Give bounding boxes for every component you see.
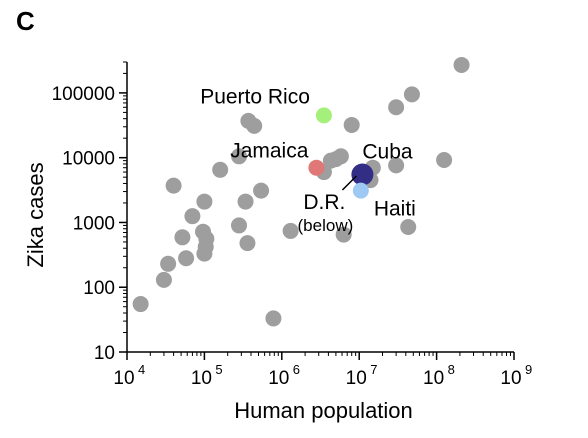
data-point: [174, 229, 191, 246]
data-point: [160, 255, 177, 272]
data-point: [212, 161, 229, 178]
data-point: [388, 157, 405, 174]
x-tick-label: 10: [346, 368, 367, 389]
y-tick-label: 10: [94, 343, 115, 364]
label-dr-below: (below): [298, 216, 354, 235]
y-tick-label: 1000: [73, 213, 115, 234]
data-point: [132, 296, 149, 313]
data-point: [178, 250, 195, 267]
y-tick-label: 10000: [62, 149, 115, 170]
data-point: [388, 99, 405, 116]
point-cuba: [351, 163, 374, 186]
x-tick-label: 10: [423, 368, 444, 389]
data-point: [165, 177, 182, 194]
dr-leader-line: [341, 175, 357, 191]
x-tick-exponent: 4: [138, 362, 145, 377]
data-point: [453, 56, 470, 73]
y-tick-label: 100: [83, 278, 115, 299]
label-jamaica: Jamaica: [230, 140, 309, 163]
data-point: [196, 193, 213, 210]
panel-label: C: [16, 6, 35, 36]
x-tick-exponent: 5: [215, 362, 222, 377]
data-point: [282, 222, 299, 239]
y-tick-label: 100000: [52, 84, 115, 105]
point-haiti: [352, 182, 369, 199]
data-point: [246, 117, 263, 134]
data-point: [237, 193, 254, 210]
data-point: [198, 230, 215, 247]
y-axis-label: Zika cases: [23, 162, 48, 267]
x-tick-exponent: 9: [525, 362, 532, 377]
y-ticks: 10 100 1000 10000 100000: [52, 61, 127, 364]
x-tick-label: 10: [268, 368, 289, 389]
label-dr: D.R.: [303, 191, 345, 214]
x-tick-exponent: 8: [448, 362, 455, 377]
x-tick-label: 10: [500, 368, 521, 389]
data-points: [132, 56, 470, 327]
label-haiti: Haiti: [374, 198, 416, 221]
data-point: [231, 217, 248, 234]
data-point: [239, 235, 256, 252]
data-point: [343, 116, 360, 133]
data-point: [265, 310, 282, 327]
x-axis-label: Human population: [234, 398, 413, 423]
data-point: [403, 86, 420, 103]
x-tick-exponent: 6: [293, 362, 300, 377]
label-puerto-rico: Puerto Rico: [200, 85, 310, 108]
data-point: [231, 148, 248, 165]
point-puerto-rico: [315, 107, 332, 124]
point-jamaica: [308, 159, 325, 176]
data-point: [155, 271, 172, 288]
data-point: [335, 226, 352, 243]
data-point: [436, 152, 453, 169]
data-point: [400, 219, 417, 236]
data-point: [332, 148, 349, 165]
data-point: [253, 182, 270, 199]
data-point: [184, 208, 201, 225]
x-tick-exponent: 7: [370, 362, 377, 377]
x-tick-label: 10: [191, 368, 212, 389]
label-cuba: Cuba: [362, 140, 413, 163]
x-tick-label: 10: [113, 368, 134, 389]
